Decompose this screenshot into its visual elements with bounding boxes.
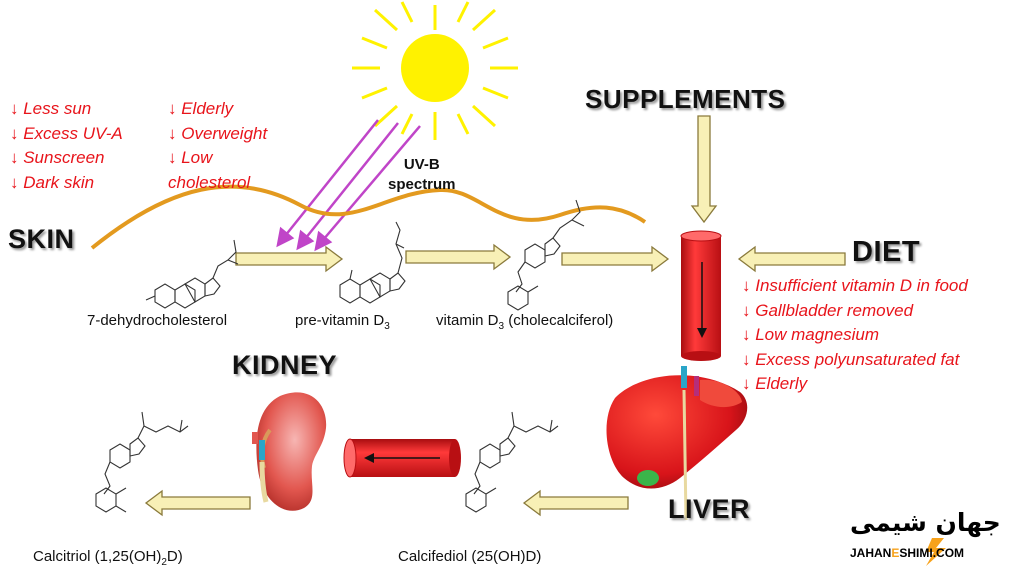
factor-item: ↓ Low	[168, 148, 213, 167]
diet-label: DIET	[852, 236, 921, 268]
conversion-arrows	[144, 115, 846, 517]
factor-item: ↓ Less sun	[10, 99, 92, 118]
factor-item: ↓ Gallbladder removed	[742, 300, 914, 320]
label-pre-vitamin-d3: pre-vitamin D3	[295, 312, 390, 332]
skin-factors-left: ↓ Less sun ↓ Excess UV-A ↓ Sunscreen ↓ D…	[10, 97, 123, 195]
label-7-dehydrocholesterol: 7-dehydrocholesterol	[87, 312, 228, 329]
factor-item: cholesterol	[168, 172, 251, 192]
bloodstream-cylinder-horizontal	[343, 438, 461, 478]
kidney-icon	[252, 392, 327, 511]
liver-label: LIVER	[668, 494, 751, 524]
label-calcitriol: Calcitriol (1,25(OH)2D)	[33, 548, 183, 568]
factor-item: ↓ Dark skin	[10, 172, 95, 192]
label-calcifediol: Calcifediol (25(OH)D)	[398, 548, 542, 565]
factor-item: ↓ Sunscreen	[10, 148, 105, 167]
kidney-label: KIDNEY	[232, 350, 338, 380]
logo-persian: جهان شیمی	[850, 508, 1001, 537]
molecule-pre-vitamin-d3	[339, 221, 406, 304]
bloodstream-cylinder-vertical	[680, 230, 722, 361]
arrow-supplements	[690, 115, 718, 224]
factor-item: ↓ Excess polyunsaturated fat	[742, 349, 960, 369]
skin-label: SKIN	[8, 224, 75, 254]
label-vitamin-d3: vitamin D3 (cholecalciferol)	[436, 312, 613, 332]
arrow-skin-2	[405, 243, 512, 271]
arrow-liver	[522, 489, 629, 517]
label-subscript: 2	[161, 557, 167, 568]
molecule-7-dehydrocholesterol	[145, 239, 239, 309]
skin-factors-right: ↓ Elderly ↓ Overweight ↓ Low cholesterol	[168, 97, 267, 195]
molecule-vitamin-d3	[507, 199, 585, 311]
liver-icon	[606, 366, 748, 521]
supplements-label: SUPPLEMENTS	[585, 84, 786, 114]
logo-english: JAHANESHIMI.COM	[850, 546, 964, 560]
label-text: D)	[166, 548, 183, 565]
label-text: pre-vitamin D	[295, 312, 385, 329]
sun-icon	[352, 1, 518, 140]
logo-text: JAHAN	[850, 546, 892, 560]
molecule-calcitriol	[95, 411, 189, 513]
factor-item: ↓ Elderly	[168, 99, 234, 118]
skin-line	[90, 184, 647, 250]
label-text: Calcitriol (1,25(OH)	[33, 548, 162, 565]
uvb-label-line: spectrum	[388, 176, 456, 193]
label-text: vitamin D	[436, 312, 499, 329]
arrow-skin-3	[561, 245, 670, 273]
label-text: (cholecalciferol)	[504, 312, 614, 329]
arrow-diet	[737, 245, 846, 273]
factor-item: ↓ Overweight	[168, 123, 268, 143]
uv-rays	[276, 119, 421, 252]
uvb-spectrum-label: UV-B spectrum	[388, 155, 456, 195]
logo-bolt-icon	[926, 538, 946, 566]
arrow-skin-1	[235, 245, 344, 273]
logo-text: SHIMI.COM	[899, 546, 965, 560]
logo-letter: E	[891, 546, 900, 560]
factor-item: ↓ Elderly	[742, 374, 808, 393]
factor-item: ↓ Excess UV-A	[10, 123, 123, 143]
molecule-calcifediol	[465, 411, 559, 513]
diet-factors: ↓ Insufficient vitamin D in food ↓ Gallb…	[742, 274, 968, 397]
factor-item: ↓ Low magnesium	[742, 325, 880, 344]
label-subscript: 3	[384, 321, 390, 332]
arrow-kidney	[144, 489, 251, 517]
uvb-label-line: UV-B	[403, 156, 440, 173]
label-subscript: 3	[498, 321, 505, 332]
factor-item: ↓ Insufficient vitamin D in food	[742, 276, 968, 295]
